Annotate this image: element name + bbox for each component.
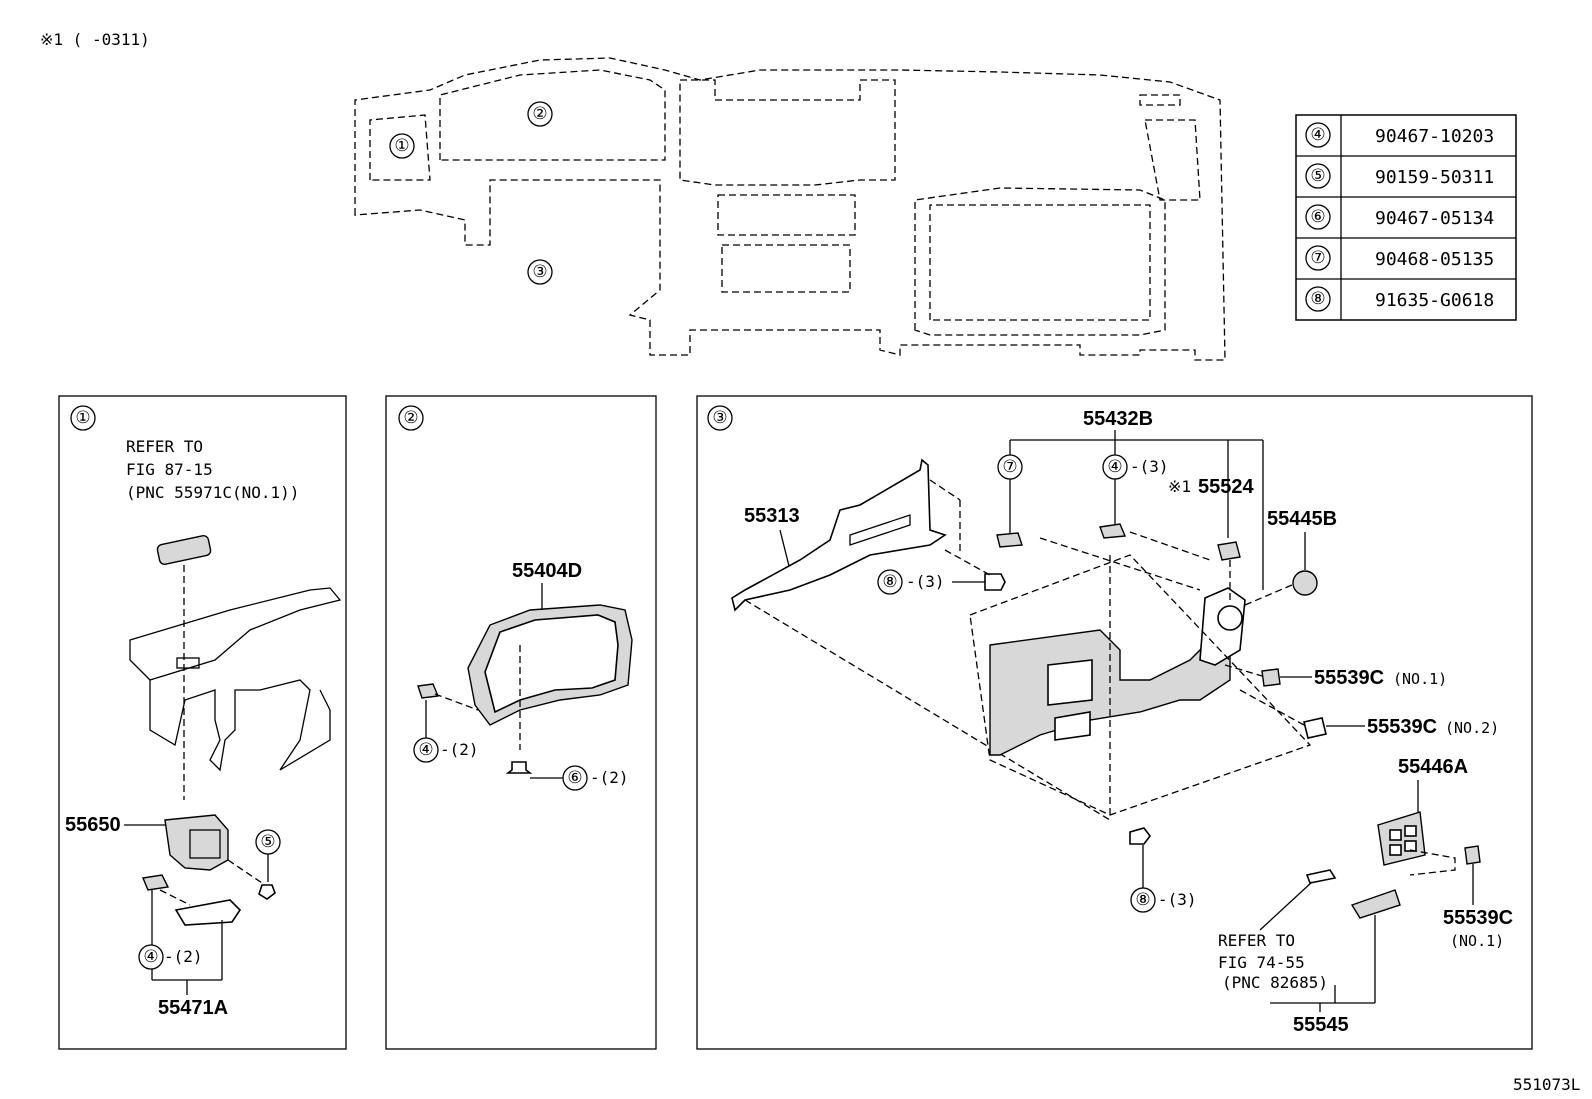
screw-8-upper: [984, 573, 1006, 591]
part-number-55539c-1: 55539C: [1314, 667, 1384, 689]
svg-text:90467-10203: 90467-10203: [1375, 126, 1494, 147]
panel-1-number: ①: [70, 405, 96, 431]
part-number-55524: 55524: [1198, 476, 1254, 498]
clip-4-panel2: [417, 683, 440, 699]
svg-text:⑤: ⑤: [1310, 166, 1325, 186]
svg-text:(NO.1): (NO.1): [1393, 670, 1447, 688]
svg-text:(NO.2): (NO.2): [1445, 719, 1499, 737]
svg-text:⑥: ⑥: [567, 768, 582, 788]
svg-text:④: ④: [143, 947, 158, 967]
refer-pnc-text: (PNC 55971C(NO.1)): [126, 483, 299, 502]
panel-3: ③ 55432B ⑦ ④ -(3) ※1 55524 55313: [696, 395, 1533, 1050]
panel-2-number: ②: [398, 405, 424, 431]
svg-text:-(3): -(3): [906, 572, 945, 591]
cover-55545-b: [1350, 889, 1401, 919]
panel-2: ② 55404D ④ -(2) ⑥ -(2): [385, 395, 657, 1050]
panel-3-number: ③: [707, 405, 733, 431]
callout-8-upper: ⑧: [877, 569, 903, 595]
part-number-55650: 55650: [65, 814, 121, 836]
callout-6: ⑥: [562, 765, 588, 791]
svg-text:-(3): -(3): [1130, 457, 1169, 476]
svg-text:91635-G0618: 91635-G0618: [1375, 290, 1494, 311]
mark-55524: ※1: [1168, 477, 1191, 496]
refer-to-text: REFER TO: [126, 437, 203, 456]
panel-1: ① REFER TO FIG 87-15 (PNC 55971C(NO.1)) …: [58, 395, 347, 1050]
dashboard-overview: [354, 57, 1226, 361]
table-row: ⑦ 90468-05135: [1305, 245, 1494, 271]
figure-id: 551073L: [1513, 1075, 1580, 1094]
part-number-55446a: 55446A: [1398, 756, 1468, 778]
bracket-55313: [731, 458, 947, 612]
svg-text:⑧: ⑧: [882, 572, 897, 592]
svg-text:90467-05134: 90467-05134: [1375, 208, 1494, 229]
header-note: ※1 ( -0311): [40, 30, 150, 49]
table-row: ⑧ 91635-G0618: [1305, 286, 1494, 312]
screw-6: [505, 761, 533, 774]
svg-text:-(2): -(2): [164, 947, 203, 966]
svg-text:④: ④: [418, 740, 433, 760]
svg-text:⑧: ⑧: [1135, 890, 1150, 910]
overview-callout-3: ③: [527, 259, 553, 285]
svg-text:90468-05135: 90468-05135: [1375, 249, 1494, 270]
switch-55524: [1217, 541, 1241, 561]
svg-text:-(2): -(2): [590, 768, 629, 787]
part-number-55313: 55313: [744, 505, 800, 527]
switch-part: [156, 535, 212, 565]
part-number-55404d: 55404D: [512, 560, 582, 582]
svg-text:(NO.1): (NO.1): [1450, 932, 1504, 950]
overview-callout-2: ②: [527, 101, 553, 127]
svg-text:②: ②: [532, 104, 547, 124]
clip-4-panel3: [1099, 523, 1127, 539]
vent-55650: [164, 814, 229, 871]
callout-4-panel1: ④: [138, 944, 164, 970]
overview-callout-1: ①: [389, 133, 415, 159]
plug-55445b: [1292, 570, 1318, 596]
svg-text:⑦: ⑦: [1310, 248, 1325, 268]
svg-text:①: ①: [75, 408, 90, 428]
fastener-table: ④ 90467-10203 ⑤ 90159-50311 ⑥ 90467-0513…: [1295, 114, 1517, 321]
part-number-55545: 55545: [1293, 1014, 1349, 1036]
svg-text:⑦: ⑦: [1002, 457, 1017, 477]
part-number-55539c-3: 55539C: [1443, 907, 1513, 929]
refer-fig-text-panel3: FIG 74-55: [1218, 953, 1305, 972]
svg-text:④: ④: [1107, 457, 1122, 477]
svg-text:④: ④: [1310, 125, 1325, 145]
refer-to-text-panel3: REFER TO: [1218, 931, 1295, 950]
refer-fig-text: FIG 87-15: [126, 460, 213, 479]
table-row: ⑥ 90467-05134: [1305, 204, 1494, 230]
cover-55545-a: [1305, 869, 1337, 884]
svg-text:⑥: ⑥: [1310, 207, 1325, 227]
svg-text:90159-50311: 90159-50311: [1375, 167, 1494, 188]
part-number-55445b: 55445B: [1267, 508, 1337, 530]
callout-5: ⑤: [255, 829, 281, 855]
plug-55539c-1: [1261, 668, 1281, 687]
svg-text:②: ②: [403, 408, 418, 428]
screw-5: [258, 884, 276, 900]
svg-text:-(3): -(3): [1158, 890, 1197, 909]
callout-8-lower: ⑧: [1130, 887, 1156, 913]
plug-55539c-3: [1464, 845, 1481, 865]
cover-55471a: [174, 899, 242, 926]
refer-pnc-text-panel3: (PNC 82685): [1222, 973, 1328, 992]
table-row: ⑤ 90159-50311: [1305, 163, 1494, 189]
svg-text:⑤: ⑤: [260, 832, 275, 852]
callout-4-panel3: ④: [1102, 454, 1128, 480]
part-number-55432b: 55432B: [1083, 408, 1153, 430]
screw-8-lower: [1129, 827, 1151, 845]
part-number-55471a: 55471A: [158, 997, 228, 1019]
table-row: ④ 90467-10203: [1305, 122, 1494, 148]
svg-text:①: ①: [394, 136, 409, 156]
svg-text:③: ③: [532, 262, 547, 282]
clip-7: [996, 532, 1023, 548]
clip-4: [142, 874, 170, 891]
callout-7: ⑦: [997, 454, 1023, 480]
svg-text:-(2): -(2): [440, 740, 479, 759]
callout-4-panel2: ④: [413, 737, 439, 763]
plug-55539c-2: [1303, 717, 1327, 739]
svg-text:③: ③: [712, 408, 727, 428]
svg-text:⑧: ⑧: [1310, 289, 1325, 309]
part-number-55539c-2: 55539C: [1367, 716, 1437, 738]
